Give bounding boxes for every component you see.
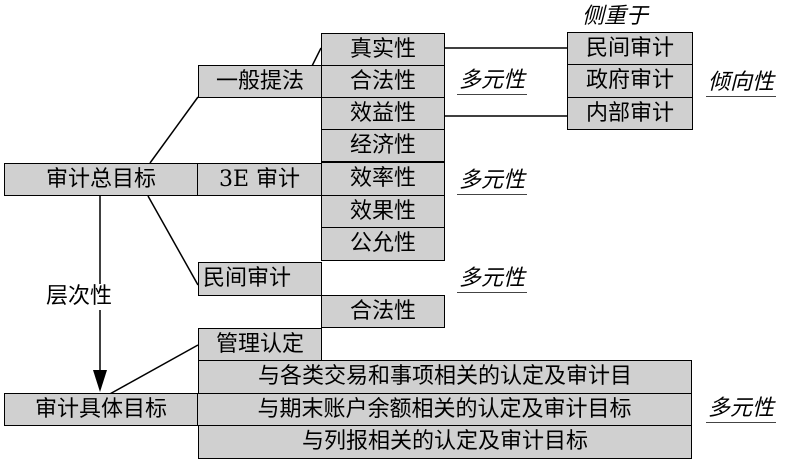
note-diversity-specific: 多元性 [706, 396, 777, 423]
note-emphasis: 侧重于 [582, 4, 649, 29]
note-diversity-general: 多元性 [457, 68, 528, 95]
general-method-box: 一般提法 [198, 65, 322, 98]
note-tendency: 倾向性 [706, 70, 777, 97]
quality-truth: 真实性 [321, 33, 445, 66]
note-hierarchy: 层次性 [46, 284, 113, 310]
audit-type-government: 政府审计 [567, 64, 693, 98]
note-diversity-3e: 多元性 [457, 168, 528, 195]
note-diversity-private: 多元性 [457, 266, 528, 293]
management-assertion-box: 管理认定 [198, 328, 322, 361]
specific-item-presentation: 与列报相关的认定及审计目标 [198, 425, 692, 459]
specific-item-balances: 与期末账户余额相关的认定及审计目标 [197, 393, 692, 426]
specific-goal-box: 审计具体目标 [4, 393, 198, 426]
total-goal-box: 审计总目标 [4, 163, 198, 196]
audit-type-internal: 内部审计 [567, 97, 693, 130]
quality-benefit: 效益性 [321, 97, 445, 130]
private-audit-box: 民间审计 [198, 262, 322, 296]
quality-effectiveness: 效果性 [321, 195, 445, 228]
quality-economy: 经济性 [321, 129, 445, 162]
quality-legality: 合法性 [321, 65, 445, 98]
quality-fairness: 公允性 [321, 227, 445, 261]
specific-item-transactions: 与各类交易和事项相关的认定及审计目 [198, 360, 692, 394]
three-e-box: 3E 审计 [197, 163, 322, 196]
quality-efficiency: 效率性 [321, 162, 445, 196]
audit-type-private: 民间审计 [567, 32, 693, 65]
private-legality-box: 合法性 [321, 295, 445, 328]
